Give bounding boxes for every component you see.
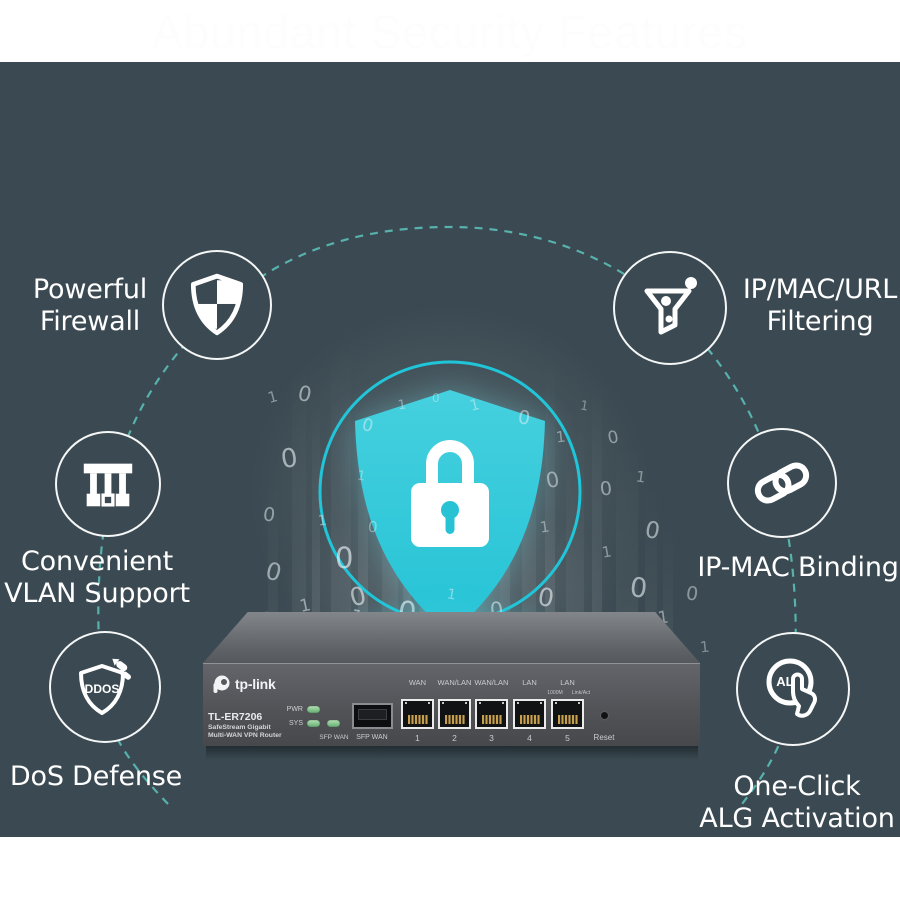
port-number-1: 1 — [415, 733, 420, 743]
sfp-port — [352, 703, 393, 729]
feature-icon-powerful-firewall — [162, 250, 272, 360]
ethernet-port-2 — [438, 699, 471, 729]
feature-icon-alg-activation: ALG — [736, 632, 850, 746]
filter-funnel-icon — [644, 277, 697, 335]
port5-linkact-label: Link/Act — [571, 690, 591, 696]
vlan-icon — [83, 463, 133, 507]
led-label-pwr: PWR — [286, 706, 303, 713]
feature-icon-ip-mac-url-filtering — [613, 251, 727, 365]
port-number-5: 5 — [565, 733, 570, 743]
feature-icon-ip-mac-binding — [727, 428, 837, 538]
ddos-shield-icon: DDOS — [79, 658, 131, 715]
sys-led — [307, 720, 320, 727]
sfp-wan-led — [327, 720, 340, 727]
one-click-alg-icon: ALG — [766, 658, 817, 718]
port-label-wan-lan-2: WAN/LAN — [474, 678, 509, 687]
chain-link-icon — [754, 462, 810, 504]
port-number-2: 2 — [452, 733, 457, 743]
security-shield-graphic — [97, 225, 797, 805]
brand-text: tp-link — [235, 676, 276, 692]
port5-speed-label: 1000M — [547, 690, 563, 696]
led-label-sys: SYS — [288, 720, 303, 727]
reset-button — [601, 712, 608, 719]
label-dos-defense: DoS Defense — [9, 761, 183, 792]
port-number-4: 4 — [527, 733, 532, 743]
port-label-lan-2: LAN — [560, 678, 575, 687]
tp-link-logo: tp-link — [211, 674, 276, 694]
dark-panel: 1000100101010101100100100101011010010100… — [0, 62, 900, 837]
sfp-slot — [358, 709, 387, 720]
pointer-hand-icon — [791, 672, 817, 718]
ethernet-port-5 — [551, 699, 584, 729]
port-label-wan: WAN — [408, 678, 427, 687]
shield-lock-icon — [355, 390, 545, 634]
firewall-shield-icon — [190, 273, 244, 336]
router-tagline-1: SafeStream Gigabit — [208, 724, 271, 731]
ethernet-port-1 — [401, 699, 434, 729]
router-model: TL-ER7206 — [208, 711, 263, 723]
ethernet-port-4 — [513, 699, 546, 729]
router-tagline-2: Multi-WAN VPN Router — [208, 732, 282, 739]
attack-missiles — [112, 658, 131, 680]
port-label-lan-1: LAN — [522, 678, 537, 687]
ddos-icon-text: DDOS — [85, 682, 120, 696]
feature-icon-dos-defense: DDOS — [49, 631, 161, 743]
page-title: Abundant Security Features — [151, 6, 749, 58]
reset-label: Reset — [593, 733, 615, 742]
label-ip-mac-binding: IP-MAC Binding — [697, 552, 899, 583]
dashed-connector-arc — [97, 225, 797, 805]
router-front-panel: tp-link TL-ER7206 SafeStream Gigabit Mul… — [203, 663, 700, 746]
led-label-sfp-wan: SFP WAN — [319, 734, 349, 741]
port-label-wan-lan-1: WAN/LAN — [437, 678, 472, 687]
feature-icon-vlan-support — [55, 431, 161, 537]
router-top-face — [203, 612, 700, 663]
tp-link-logo-icon — [213, 675, 230, 693]
pwr-led — [307, 706, 320, 713]
router-shadow — [206, 746, 698, 760]
ethernet-port-3 — [475, 699, 508, 729]
sfp-port-label: SFP WAN — [356, 734, 388, 741]
port-number-3: 3 — [489, 733, 494, 743]
